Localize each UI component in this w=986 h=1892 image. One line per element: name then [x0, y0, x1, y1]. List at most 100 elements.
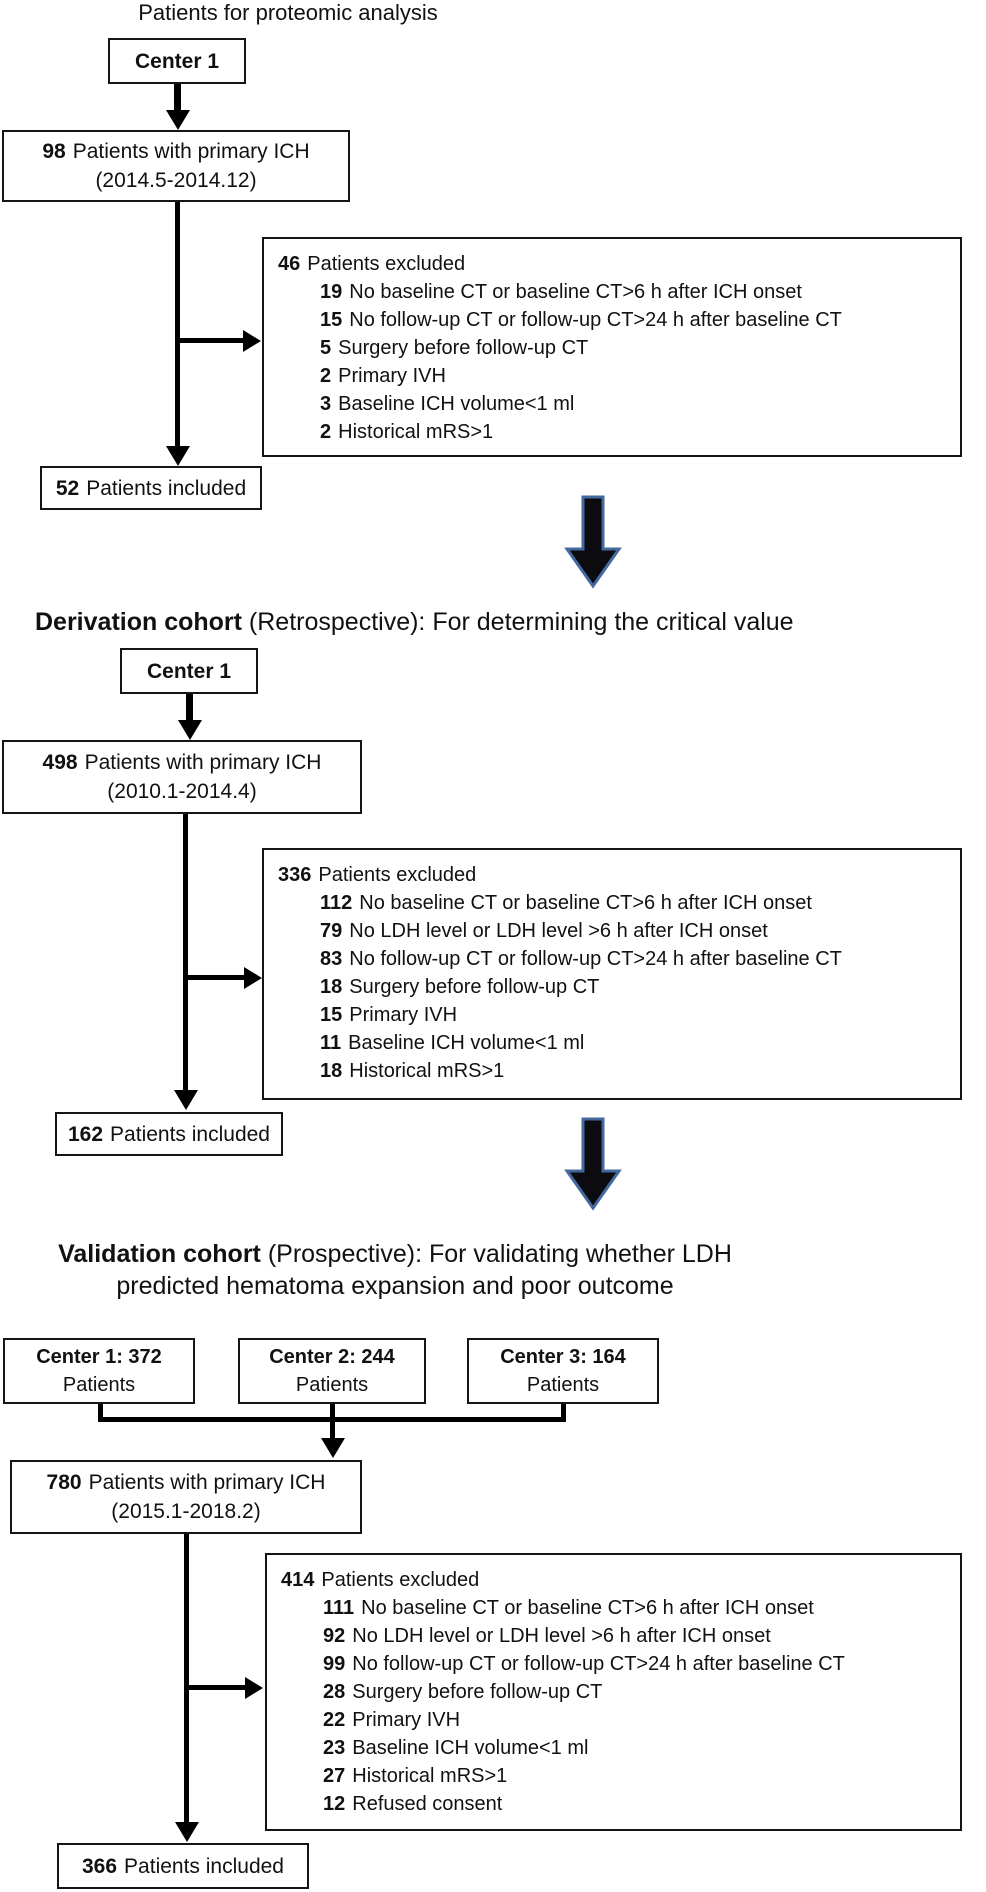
arrow-down-icon — [178, 720, 202, 740]
connector-line — [561, 1404, 566, 1422]
validation-heading-rest: (Prospective): For validating whether LD… — [260, 1240, 732, 1268]
connector-line — [98, 1404, 103, 1422]
connector-line — [175, 202, 180, 448]
arrow-right-icon — [243, 330, 261, 352]
derivation-center-box: Center 1 — [120, 648, 258, 694]
connector-line — [330, 1404, 335, 1422]
connector-line — [184, 1534, 189, 1822]
proteomic-center-label: Center 1 — [134, 49, 220, 73]
validation-center2-box: Center 2: 244 Patients — [238, 1338, 426, 1404]
derivation-heading-rest: (Retrospective): For determining the cri… — [241, 608, 794, 636]
arrow-right-icon — [244, 967, 262, 989]
center-title: Center 3: 164 — [500, 1346, 626, 1368]
validation-heading-bold: Validation cohort — [58, 1240, 261, 1268]
cohort-period: (2010.1-2014.4) — [107, 780, 257, 803]
excluded-count: 46 — [278, 253, 301, 275]
connector-line — [330, 1422, 335, 1438]
derivation-center-label: Center 1 — [146, 659, 232, 683]
center-label: Patients — [62, 1374, 136, 1396]
included-count: 366 — [82, 1854, 118, 1878]
connector-line — [98, 1417, 566, 1422]
cohort-line1: 498 Patients with primary ICH — [43, 748, 322, 777]
cohort-period: (2014.5-2014.12) — [95, 169, 257, 192]
arrow-down-icon — [174, 1090, 198, 1110]
connector-line — [183, 814, 188, 1090]
excluded-count: 414 — [281, 1569, 315, 1591]
included-count: 162 — [68, 1122, 104, 1146]
arrow-down-icon — [321, 1438, 345, 1458]
cohort-count: 98 — [42, 140, 66, 163]
derivation-cohort-box: 498 Patients with primary ICH (2010.1-201… — [2, 740, 362, 814]
excluded-header: 414 Patients excluded — [281, 1566, 952, 1594]
cohort-label: Patients with primary ICH — [88, 1471, 326, 1494]
cohort-count: 498 — [42, 751, 78, 774]
validation-heading-line2: predicted hematoma expansion and poor ou… — [116, 1272, 674, 1300]
derivation-heading-bold: Derivation cohort — [35, 608, 242, 636]
center-label: Patients — [295, 1374, 369, 1396]
validation-cohort-box: 780 Patients with primary ICH (2015.1-201… — [10, 1460, 362, 1534]
included-count: 52 — [55, 476, 80, 500]
connector-line — [174, 84, 181, 112]
center-title: Center 1: 372 — [36, 1346, 162, 1368]
included-label: Patients included — [124, 1854, 284, 1878]
proteomic-center-box: Center 1 — [108, 38, 246, 84]
excluded-label: Patients excluded — [307, 253, 466, 275]
connector-line — [185, 975, 245, 980]
validation-center1-box: Center 1: 372 Patients — [3, 1338, 195, 1404]
included-label: Patients included — [110, 1122, 270, 1146]
cohort-period: (2015.1-2018.2) — [111, 1500, 261, 1523]
cohort-count: 780 — [46, 1471, 82, 1494]
proteomic-title: Patients for proteomic analysis — [138, 0, 438, 25]
validation-heading: Validation cohort (Prospective): For val… — [0, 1238, 790, 1302]
connector-line — [177, 338, 243, 343]
excluded-header: 46 Patients excluded — [278, 250, 952, 278]
excluded-label: Patients excluded — [321, 1569, 480, 1591]
excluded-count: 336 — [278, 864, 312, 886]
derivation-heading: Derivation cohort (Retrospective): For d… — [35, 606, 794, 638]
center-label: Patients — [526, 1374, 600, 1396]
arrow-down-icon — [166, 446, 190, 466]
arrow-down-icon — [166, 110, 190, 130]
included-label: Patients included — [86, 476, 247, 500]
section-divider-block-arrow-icon — [564, 1117, 622, 1211]
section-divider-block-arrow-icon — [564, 495, 622, 589]
arrow-right-icon — [245, 1677, 263, 1699]
cohort-label: Patients with primary ICH — [84, 751, 322, 774]
arrow-down-icon — [175, 1822, 199, 1842]
center-title: Center 2: 244 — [269, 1346, 395, 1368]
connector-line — [186, 694, 193, 722]
cohort-line1: 780 Patients with primary ICH — [47, 1468, 326, 1497]
